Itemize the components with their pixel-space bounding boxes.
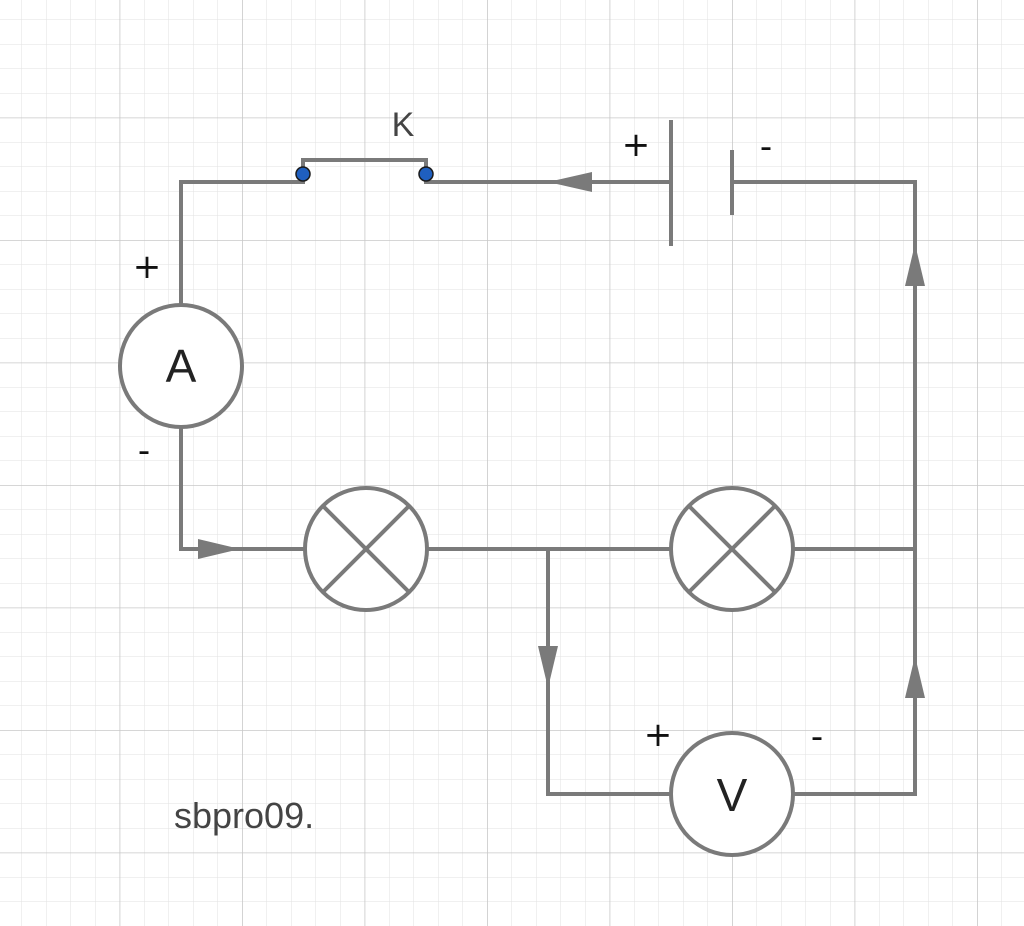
voltmeter-minus-sign: - [811,717,823,757]
ammeter: A + - [118,247,244,471]
lamp-1-cross-b [321,504,411,594]
arrow-right-up-top [905,244,925,286]
wire-junction-to-voltmeter [546,547,672,796]
wire-voltmeter-to-right [792,547,917,796]
arrow-right-up-bottom [905,656,925,698]
watermark-text: sbpro09. [174,795,314,836]
voltmeter-plus-sign: + [644,715,673,755]
switch-terminal-left [295,166,311,182]
ammeter-label: A [166,340,197,392]
lamp-2-cross-b [687,504,777,594]
wire-battery-to-right [730,180,917,551]
arrow-left-top-wire [548,172,592,192]
wire-ammeter-to-switch [179,180,305,307]
ammeter-minus-sign: - [138,431,150,471]
arrow-voltmeter-branch-down [538,646,558,688]
ammeter-plus-sign: + [133,247,162,287]
arrow-lamp-wire-right [198,539,240,559]
ammeter-circle [118,303,244,429]
lamp-1 [303,486,429,612]
voltmeter: V + - [644,715,823,857]
battery-minus-sign: - [760,127,772,167]
switch-terminal-right [418,166,434,182]
switch-label: K [392,106,415,144]
lamp-2 [669,486,795,612]
voltmeter-circle [669,731,795,857]
battery-plus-sign: + [622,125,651,165]
current-arrows [198,172,925,698]
wire-ammeter-to-lamp1 [179,426,306,551]
battery: + - [622,120,772,246]
wires [179,180,917,796]
voltmeter-label: V [717,769,748,821]
switch-k: K [295,106,434,182]
